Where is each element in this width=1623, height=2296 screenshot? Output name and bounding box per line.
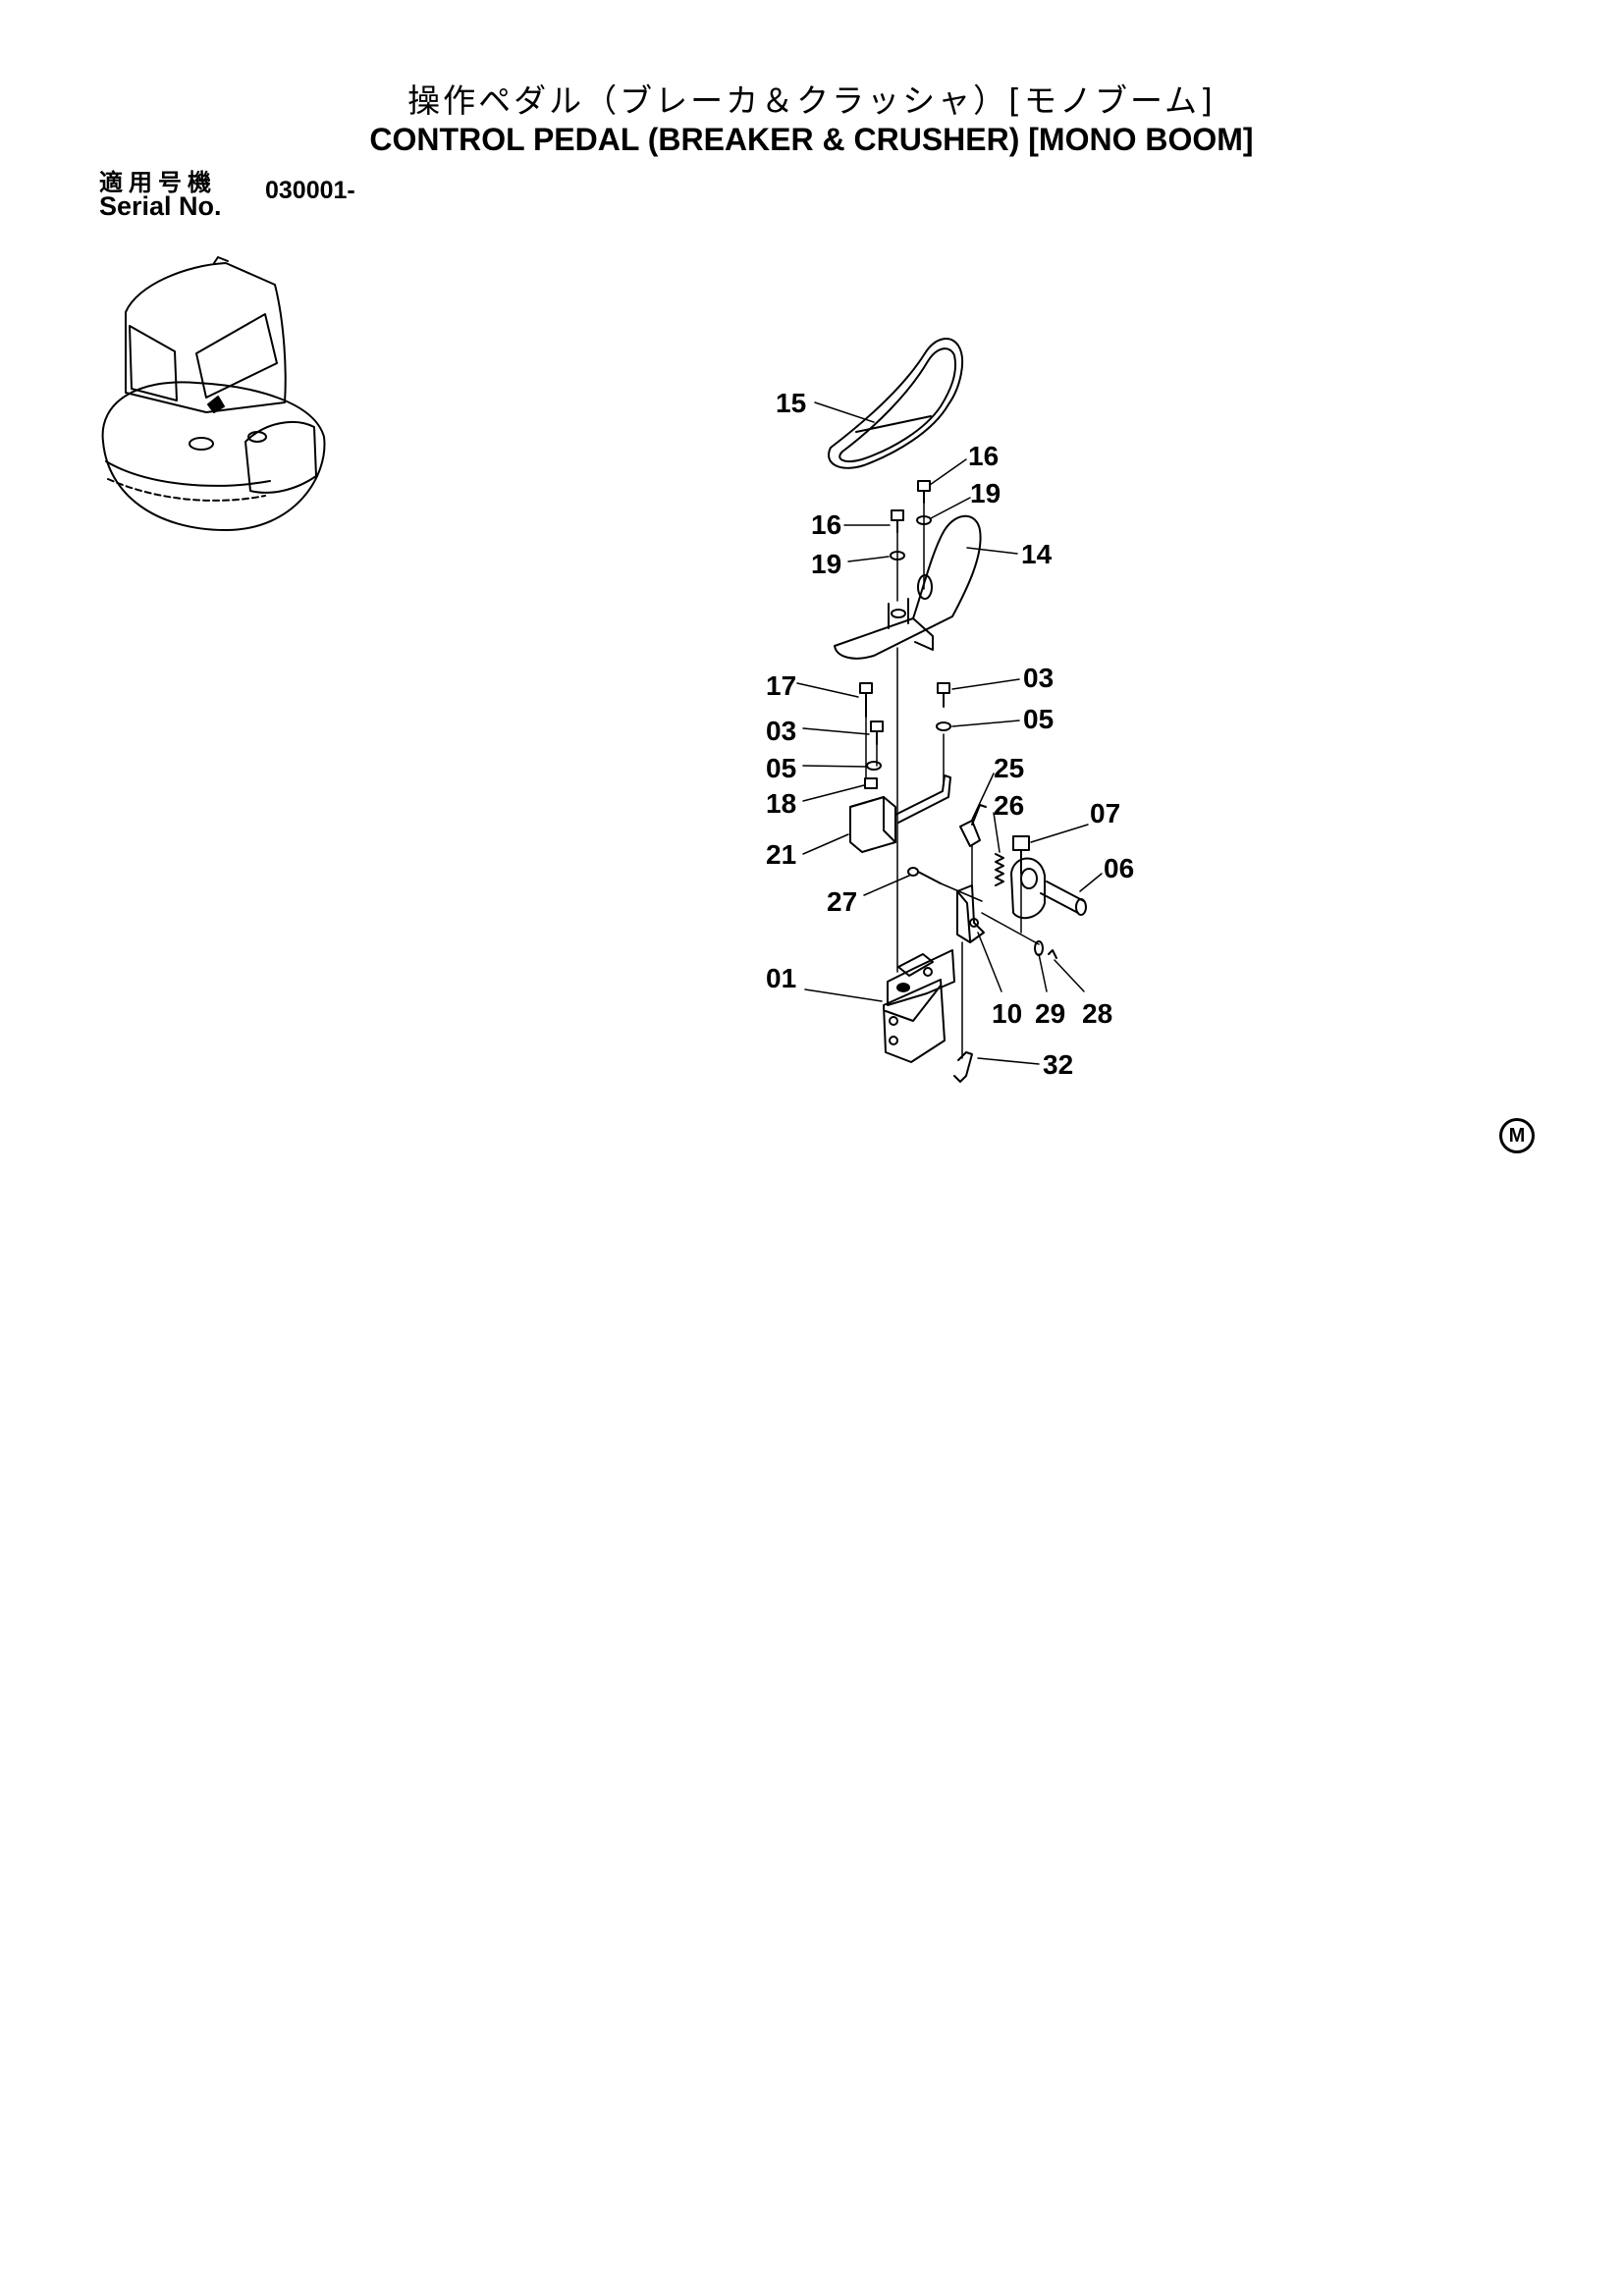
part-bolt-16-upper bbox=[917, 480, 931, 504]
part-pedal-cover-15 bbox=[828, 338, 964, 469]
callout-27: 27 bbox=[827, 886, 857, 917]
part-pin-06 bbox=[1010, 857, 1087, 920]
part-bracket-21 bbox=[849, 774, 951, 853]
callout-16: 16 bbox=[811, 509, 841, 540]
callout-03: 03 bbox=[766, 716, 796, 746]
part-nut-18 bbox=[864, 777, 878, 789]
callout-18: 18 bbox=[766, 788, 796, 819]
part-lever-25 bbox=[959, 804, 987, 847]
callout-25: 25 bbox=[994, 753, 1024, 783]
serial-label-japanese: 適用号機 bbox=[99, 169, 217, 196]
callout-17: 17 bbox=[766, 670, 796, 701]
callout-07: 07 bbox=[1090, 798, 1120, 828]
part-bolt-03-right bbox=[937, 682, 950, 708]
serial-number-value: 030001- bbox=[265, 177, 355, 204]
machine-thumbnail bbox=[101, 256, 326, 531]
leader-lines bbox=[796, 401, 1103, 1065]
callout-14: 14 bbox=[1021, 539, 1053, 569]
part-pin-27 bbox=[907, 867, 942, 884]
callout-01: 01 bbox=[766, 963, 796, 993]
callout-03: 03 bbox=[1023, 663, 1054, 693]
part-plate-10 bbox=[956, 884, 985, 943]
part-spring-26 bbox=[995, 853, 1004, 886]
callout-32: 32 bbox=[1043, 1049, 1073, 1080]
callout-05: 05 bbox=[1023, 704, 1054, 734]
assembly-lines bbox=[865, 502, 1040, 1059]
part-bolt-17 bbox=[859, 682, 873, 718]
callout-05: 05 bbox=[766, 753, 796, 783]
callout-28: 28 bbox=[1082, 998, 1112, 1029]
serial-label-english: Serial No. bbox=[99, 191, 222, 221]
page-title-japanese: 操作ペダル（ブレーカ＆クラッシャ）[モノブーム] bbox=[407, 81, 1216, 120]
callout-19: 19 bbox=[811, 549, 841, 579]
callout-16: 16 bbox=[968, 441, 999, 471]
callout-labels: 15 16 19 16 19 14 17 03 03 05 05 18 25 2… bbox=[766, 388, 1134, 1080]
part-bolt-16-lower bbox=[891, 509, 904, 533]
model-mark-symbol: M bbox=[1499, 1118, 1535, 1153]
part-pedal-14 bbox=[834, 514, 982, 660]
part-washer-05-left bbox=[866, 761, 882, 771]
page-title-english: CONTROL PEDAL (BREAKER & CRUSHER) [MONO … bbox=[369, 122, 1254, 157]
callout-10: 10 bbox=[992, 998, 1022, 1029]
part-pilot-valve-01 bbox=[883, 949, 955, 1063]
callout-29: 29 bbox=[1035, 998, 1065, 1029]
part-hook-32 bbox=[953, 1051, 973, 1083]
part-clip-28 bbox=[1048, 949, 1057, 959]
part-washer-05-right bbox=[936, 721, 951, 731]
part-bolt-07 bbox=[1012, 835, 1030, 875]
callout-06: 06 bbox=[1104, 853, 1134, 883]
callout-26: 26 bbox=[994, 790, 1024, 821]
part-bolt-03-left bbox=[870, 721, 884, 745]
callout-19: 19 bbox=[970, 478, 1001, 508]
callout-21: 21 bbox=[766, 839, 796, 870]
callout-15: 15 bbox=[776, 388, 806, 418]
